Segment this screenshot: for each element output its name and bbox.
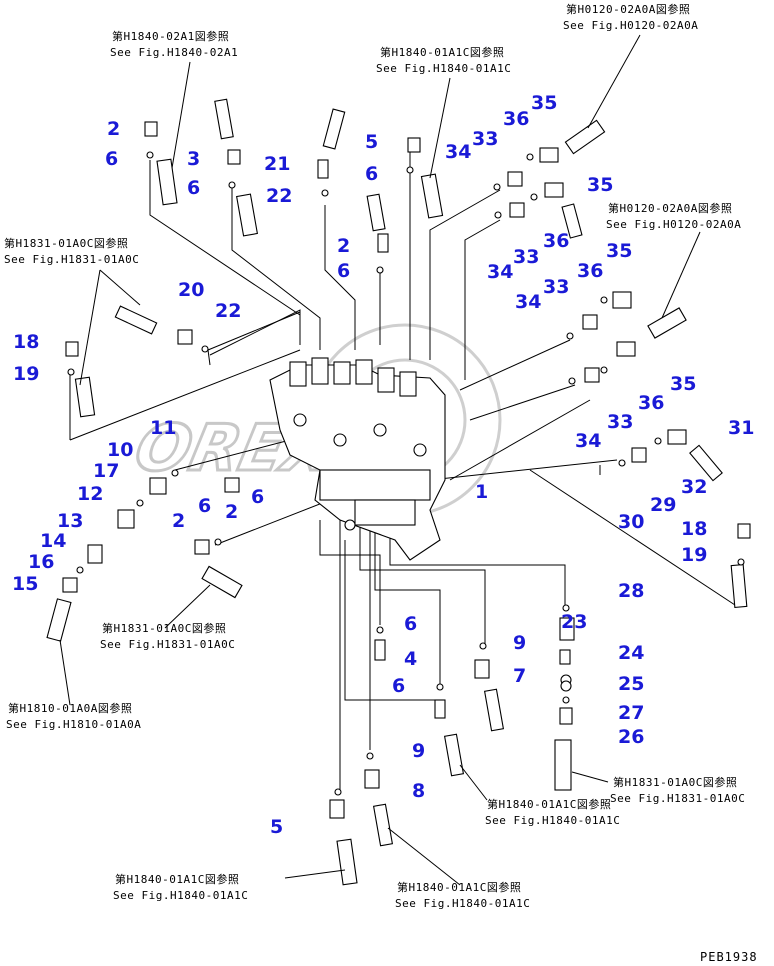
callout: 7 [513,665,526,687]
callout: 21 [264,153,290,175]
reference-label-en: See Fig.H0120-02A0A [563,19,698,32]
reference-label-en: See Fig.H1831-01A0C [100,638,235,651]
reference-label-jp: 第H1840-01A1C図参照 [115,872,239,886]
reference-label-en: See Fig.H1840-01A1C [113,889,248,902]
callout: 24 [618,642,644,664]
callout: 36 [503,108,529,130]
reference-label-jp: 第H0120-02A0A図参照 [566,2,690,16]
callout: 5 [365,131,378,153]
callout: 23 [561,611,587,633]
callout: 2 [107,118,120,140]
callout: 33 [607,411,633,433]
callout: 19 [681,544,707,566]
reference-label-jp: 第H1831-01A0C図参照 [613,775,737,789]
callout: 22 [215,300,241,322]
callout: 36 [638,392,664,414]
reference-label-jp: 第H1840-01A1C図参照 [380,45,504,59]
callout: 29 [650,494,676,516]
callout: 36 [577,260,603,282]
callout: 14 [40,530,66,552]
reference-label-en: See Fig.H1831-01A0C [4,253,139,266]
callout: 3 [187,148,200,170]
callout: 34 [515,291,541,313]
reference-label-en: See Fig.H1831-01A0C [610,792,745,805]
reference-label-jp: 第H1840-01A1C図参照 [397,880,521,894]
reference-label-en: See Fig.H1840-01A1C [485,814,620,827]
callout: 1 [475,481,488,503]
callout: 2 [337,235,350,257]
callout: 4 [404,648,417,670]
reference-label-en: See Fig.H1810-01A0A [6,718,141,731]
reference-label-en: See Fig.H1840-01A1C [376,62,511,75]
callout: 15 [12,573,38,595]
callout: 34 [575,430,601,452]
callout: 30 [618,511,644,533]
callout: 25 [618,673,644,695]
callout: 5 [270,816,283,838]
reference-label-jp: 第H1810-01A0A図参照 [8,701,132,715]
callout: 26 [618,726,644,748]
callout: 27 [618,702,644,724]
callout: 12 [77,483,103,505]
callout: 33 [513,246,539,268]
reference-label-en: See Fig.H1840-01A1C [395,897,530,910]
reference-label-jp: 第H1831-01A0C図参照 [102,621,226,635]
callout: 18 [13,331,39,353]
callout: 31 [728,417,754,439]
callout: 35 [606,240,632,262]
drawing-code: PEB1938 [700,950,758,964]
callout: 33 [472,128,498,150]
callout: 33 [543,276,569,298]
callout: 9 [513,632,526,654]
callout: 32 [681,476,707,498]
callouts: 1 2 2 2 2 3 4 5 5 6 6 6 6 6 6 6 6 7 8 9 … [12,92,754,838]
callout: 6 [187,177,200,199]
callout: 6 [365,163,378,185]
callout: 13 [57,510,83,532]
callout: 19 [13,363,39,385]
callout: 35 [531,92,557,114]
callout: 9 [412,740,425,762]
callout: 35 [587,174,613,196]
callout: 6 [404,613,417,635]
fittings [46,98,751,886]
callout: 28 [618,580,644,602]
callout: 17 [93,460,119,482]
reference-arrows [59,34,701,886]
callout: 20 [178,279,204,301]
callout: 11 [150,417,176,439]
reference-label-en: See Fig.H0120-02A0A [606,218,741,231]
reference-label-jp: 第H1840-02A1図参照 [112,29,229,43]
reference-label-jp: 第H1831-01A0C図参照 [4,236,128,250]
callout: 6 [105,148,118,170]
reference-label-en: See Fig.H1840-02A1 [110,46,238,59]
callout: 36 [543,230,569,252]
callout: 8 [412,780,425,802]
callout: 6 [251,486,264,508]
control-valve-body [269,357,446,561]
callout: 6 [337,260,350,282]
callout: 6 [198,495,211,517]
callout: 2 [172,510,185,532]
callout: 10 [107,439,133,461]
reference-labels: 第H1840-02A1図参照 See Fig.H1840-02A1 第H1840… [4,2,745,910]
leader-lines [69,150,736,790]
callout: 18 [681,518,707,540]
reference-label-jp: 第H0120-02A0A図参照 [608,201,732,215]
callout: 6 [392,675,405,697]
callout: 34 [445,141,471,163]
callout: 35 [670,373,696,395]
callout: 22 [266,185,292,207]
callout: 2 [225,501,238,523]
reference-label-jp: 第H1840-01A1C図参照 [487,797,611,811]
callout: 34 [487,261,513,283]
callout: 16 [28,551,54,573]
